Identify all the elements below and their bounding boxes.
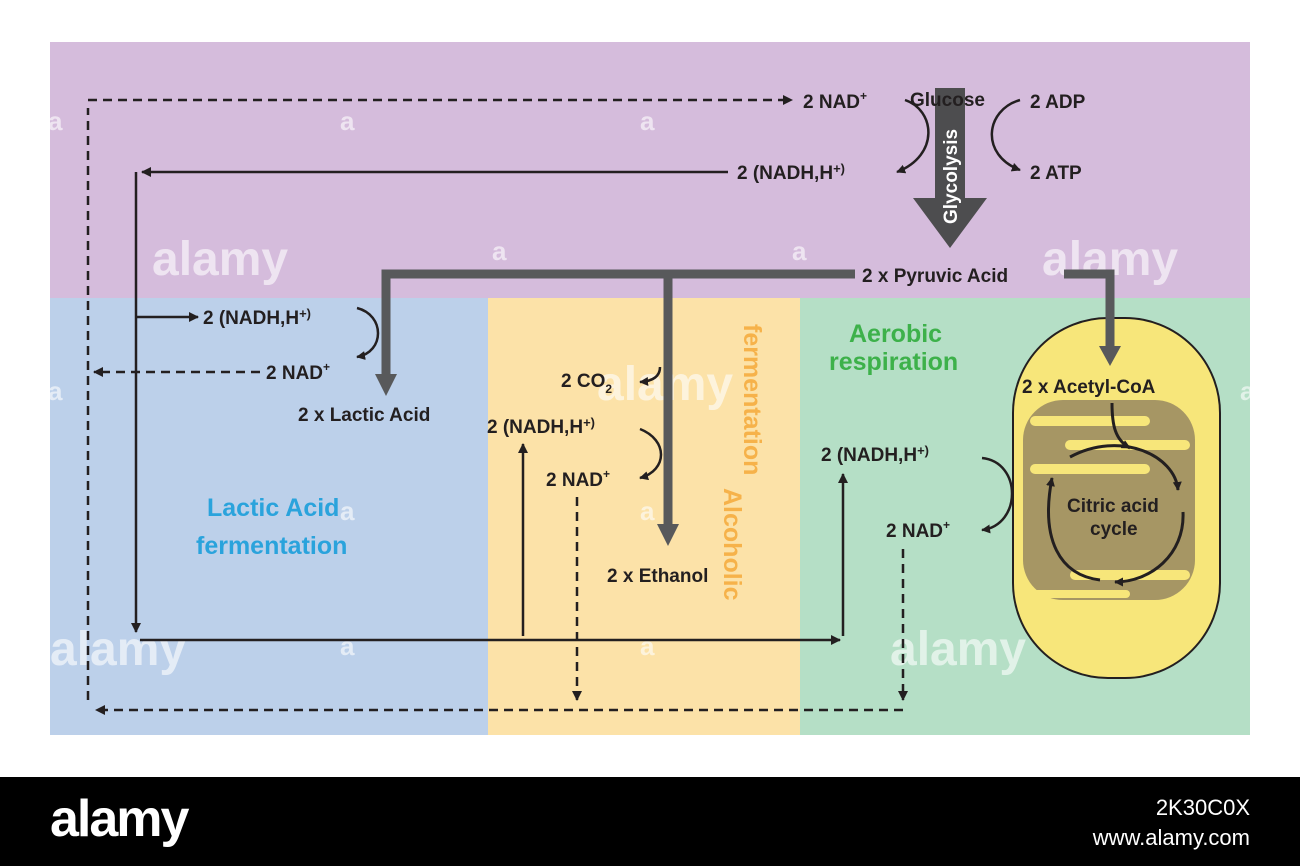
glycolysis-panel [50,42,1250,298]
ethanol-product: 2 x Ethanol [607,566,708,587]
aerobic-title-line2: respiration [829,348,958,376]
glycolysis-nad-label: 2 NAD+ [803,89,867,113]
citric-acid-cycle-line1: Citric acid [1067,496,1159,517]
svg-text:a: a [640,496,655,526]
citric-acid-cycle-arrows [1046,402,1185,587]
nad-dashed-lines [86,95,908,715]
glycolysis-arrow-label: Glycolysis [941,129,962,224]
svg-text:a: a [340,106,355,136]
site-url[interactable]: www.alamy.com [1092,825,1250,850]
alcoholic-nad-label: 2 NAD+ [546,467,610,491]
pyruvic-acid-label: 2 x Pyruvic Acid [862,266,1008,287]
svg-text:alamy: alamy [50,623,186,676]
svg-text:a: a [640,106,655,136]
svg-text:a: a [1240,376,1255,406]
alcoholic-title-line2: fermentation [738,324,766,475]
svg-text:a: a [640,631,655,661]
svg-text:a: a [792,236,807,266]
lactic-nad-label: 2 NAD+ [266,360,330,384]
lactic-acid-product: 2 x Lactic Acid [298,405,430,426]
glucose-label: Glucose [910,90,985,111]
glycolysis-nadh-label: 2 (NADH,H+) [737,161,845,184]
svg-text:a: a [48,106,63,136]
lactic-product-arrowhead [375,374,397,396]
lactic-title-line1: Lactic Acid [207,494,339,522]
alcoholic-title-line1: Alcoholic [718,488,746,601]
aerobic-title-line1: Aerobic [849,320,942,348]
image-id: 2K30C0X [1155,795,1250,820]
glycolysis-arrow [913,88,987,248]
acetyl-coa-label: 2 x Acetyl-CoA [1022,377,1156,398]
brand-logo: alamy [50,790,189,848]
alcoholic-nadh-label: 2 (NADH,H+) [487,415,595,438]
citric-acid-cycle-line2: cycle [1090,519,1138,540]
ethanol-arrowhead [657,524,679,546]
fermentation-diagram: alamy alamy alamy alamy alamy a a a a a … [48,42,1255,735]
svg-text:a: a [492,236,507,266]
svg-text:alamy: alamy [152,233,288,286]
main-flow-arrows [381,269,1115,528]
aerobic-nadh-label: 2 (NADH,H+) [821,443,929,466]
nadh-solid-lines [131,167,848,645]
svg-text:a: a [340,496,355,526]
adp-label: 2 ADP [1030,92,1086,113]
svg-text:a: a [340,631,355,661]
co2-label: 2 CO2 [561,371,612,396]
svg-text:alamy: alamy [890,623,1026,676]
alcoholic-panel [488,298,800,735]
footer-bar: alamy 2K30C0X www.alamy.com [0,777,1300,866]
acetyl-arrowhead [1099,346,1121,366]
lactic-title-line2: fermentation [196,532,347,560]
aerobic-nad-label: 2 NAD+ [886,518,950,542]
svg-text:a: a [48,376,63,406]
lactic-nadh-label: 2 (NADH,H+) [203,306,311,329]
glycolysis-curves [356,98,1021,534]
atp-label: 2 ATP [1030,163,1082,184]
